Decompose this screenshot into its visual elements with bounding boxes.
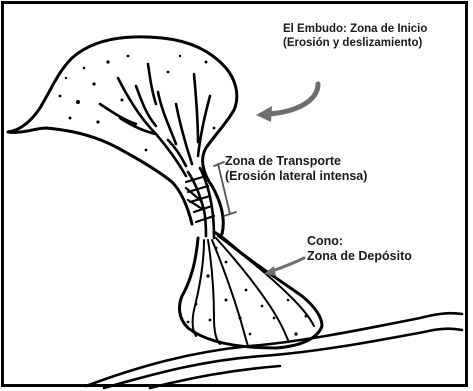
- deposition-zone-title: Cono:: [307, 234, 412, 249]
- transport-zone-label: Zona de Transporte (Erosión lateral inte…: [225, 154, 367, 184]
- river-channel: [86, 313, 462, 388]
- initiation-zone-subtitle: (Erosión y deslizamiento): [283, 37, 427, 51]
- initiation-zone-label: El Embudo: Zona de Inicio (Erosión y des…: [283, 23, 427, 50]
- deposition-cone-outline: [180, 232, 322, 348]
- deposition-zone-subtitle: Zona de Depósito: [307, 249, 412, 264]
- initiation-arrow-head: [256, 106, 272, 122]
- drainage-channels: [100, 64, 210, 176]
- initiation-zone-title: El Embudo: Zona de Inicio: [283, 23, 427, 37]
- transport-zone-title: Zona de Transporte: [225, 154, 367, 169]
- deposition-pointer: [270, 258, 304, 272]
- initiation-arrow: [268, 84, 318, 114]
- deposition-zone-label: Cono: Zona de Depósito: [307, 234, 412, 264]
- transport-zone-subtitle: (Erosión lateral intensa): [225, 169, 367, 184]
